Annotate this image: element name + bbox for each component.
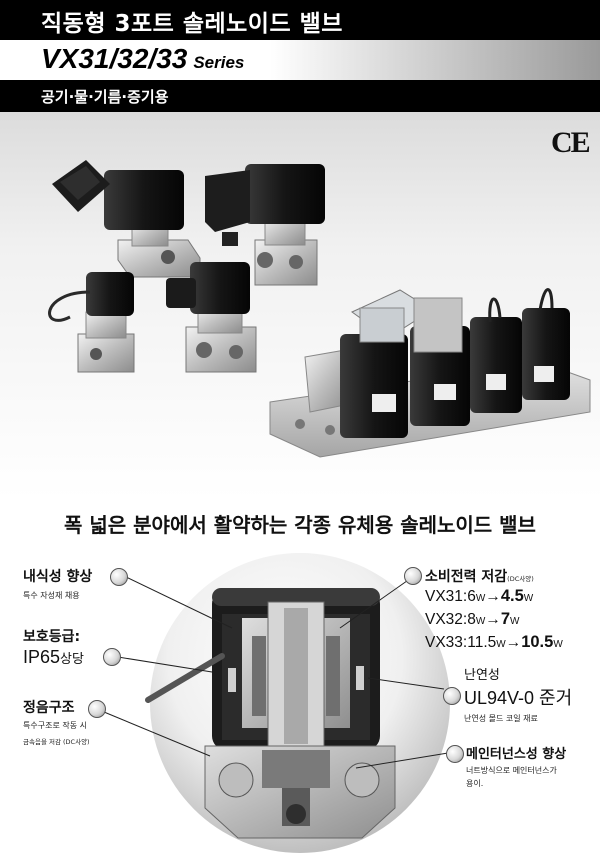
spec-new: 7 [500, 610, 510, 628]
feature-protection-title: 보호등급: [23, 629, 81, 645]
page-title: 직동형 3포트 솔레노이드 밸브 [41, 11, 343, 37]
feature-silent: 정음구조 특수구조로 작동 시 금속음을 저감 (DC사양) [23, 697, 90, 746]
feature-maintenance-desc2: 용이. [466, 779, 484, 788]
spec-new: 4.5 [500, 587, 524, 605]
product-photo [48, 160, 591, 458]
feature-protection-value: IP65 [23, 647, 61, 667]
spec-model: VX32:8 [425, 611, 476, 628]
bullet-corrosion [110, 568, 128, 586]
spec-model: VX33:11.5 [425, 634, 497, 651]
feature-flame-title: 난연성 [464, 668, 500, 683]
body-section [204, 745, 396, 839]
bullet-power [404, 567, 422, 585]
series-word: Series [193, 53, 245, 72]
feature-maintenance-desc: 너트방식으로 메인터넌스가 [466, 766, 557, 775]
series-bar: VX31/32/33 Series [0, 40, 600, 80]
feature-flame-value: UL94V-0 준거 [464, 688, 573, 708]
valve-photo-2 [205, 164, 325, 286]
lead-wire [145, 653, 225, 703]
bullet-silent [88, 700, 106, 718]
spec-unit: W [475, 593, 486, 604]
page-subtitle: 공기·물·기름·증기용 [41, 88, 169, 106]
spec-new: 10.5 [521, 633, 554, 651]
coil-section [212, 588, 380, 753]
ce-mark: CE [551, 126, 591, 159]
feature-silent-desc2: 금속음을 저감 (DC사양) [23, 738, 90, 746]
feature-protection: 보호등급: IP65상당 [23, 626, 84, 668]
spec-arrow: → [505, 634, 522, 651]
feature-silent-title: 정음구조 [23, 700, 75, 716]
bullet-protection [103, 648, 121, 666]
power-spec-vx31: VX31:6W→4.5W [425, 586, 563, 609]
feature-power-title: 소비전력 저감 [425, 569, 508, 585]
feature-flame: 난연성 UL94V-0 준거 난연성 몰드 코일 재료 [464, 664, 572, 724]
leader-lines [103, 575, 449, 769]
valve-photo-3 [48, 272, 135, 373]
spec-unit: W [496, 639, 506, 650]
feature-silent-desc: 특수구조로 작동 시 [23, 721, 87, 730]
spec-unit: W [523, 593, 534, 604]
feature-corrosion-desc: 특수 자성재 채용 [23, 591, 80, 600]
bullet-maintenance [446, 745, 464, 763]
feature-flame-desc: 난연성 몰드 코일 재료 [464, 714, 538, 723]
power-spec-vx32: VX32:8W→7W [425, 609, 563, 632]
tagline: 폭 넓은 분야에서 활약하는 각종 유체용 솔레노이드 밸브 [64, 513, 536, 537]
spec-arrow: → [485, 588, 501, 605]
header-title-bar: 직동형 3포트 솔레노이드 밸브 [0, 0, 600, 40]
spec-arrow: → [485, 611, 501, 628]
valve-photo-4 [166, 262, 257, 373]
feature-power-note: (DC사양) [507, 575, 534, 583]
feature-power: 소비전력 저감(DC사양) VX31:6W→4.5W VX32:8W→7W VX… [425, 566, 563, 655]
manifold-photo [269, 288, 591, 458]
series-model-text: VX31/32/33 [41, 43, 188, 74]
cross-section-diagram [103, 553, 450, 853]
valve-photo-1 [52, 160, 201, 278]
spec-model: VX31:6 [425, 588, 476, 605]
power-spec-vx33: VX33:11.5W→10.5W [425, 632, 563, 655]
feature-protection-suffix: 상당 [60, 652, 84, 667]
series-model: VX31/32/33 Series [41, 43, 244, 75]
feature-corrosion-title: 내식성 향상 [23, 569, 93, 585]
feature-maintenance: 메인터넌스성 향상 너트방식으로 메인터넌스가 용이. [466, 743, 566, 789]
subtitle-bar: 공기·물·기름·증기용 [0, 80, 600, 112]
feature-maintenance-title: 메인터넌스성 향상 [466, 747, 567, 762]
bullet-flame [443, 687, 461, 705]
spec-unit: W [475, 616, 486, 627]
feature-corrosion: 내식성 향상 특수 자성재 채용 [23, 566, 92, 601]
spec-unit: W [553, 639, 563, 650]
spec-unit: W [510, 616, 520, 627]
